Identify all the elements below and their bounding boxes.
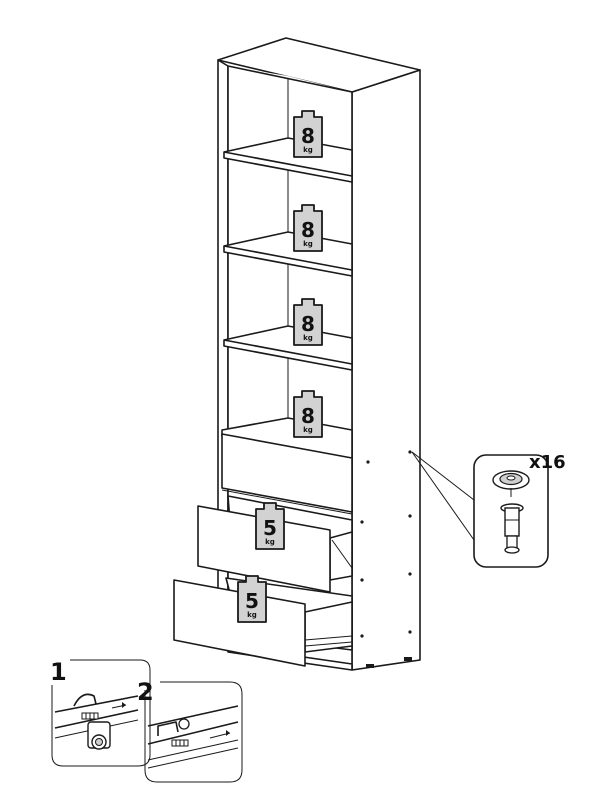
load-value: 5 — [245, 589, 259, 613]
shelf-load-tag-4: 8kg — [293, 390, 323, 438]
cam-lock-icon — [492, 470, 530, 497]
step-1-frame — [51, 659, 151, 767]
connector-dot — [360, 634, 364, 638]
weight-icon — [255, 502, 285, 550]
hardware-quantity: x16 — [529, 452, 566, 473]
drawer-load-tag-1: 5kg — [255, 502, 285, 550]
connector-dot — [408, 514, 412, 518]
connector-dot — [366, 460, 370, 464]
weight-icon — [293, 390, 323, 438]
weight-icon — [293, 204, 323, 252]
shelf-load-tag-1: 8kg — [293, 110, 323, 158]
weight-icon — [293, 298, 323, 346]
load-value: 8 — [301, 404, 315, 428]
connector-dot — [360, 578, 364, 582]
callout-leader — [411, 451, 475, 541]
load-unit: kg — [303, 426, 313, 434]
load-unit: kg — [303, 334, 313, 342]
connector-dot — [360, 520, 364, 524]
runner-steps: 1 2 — [50, 658, 243, 783]
callout-leader — [411, 451, 475, 501]
foot-glide — [404, 657, 412, 661]
step-1-runner-illustration — [54, 693, 139, 750]
cam-bolt-icon — [500, 503, 524, 554]
load-value: 8 — [301, 312, 315, 336]
step-1-number: 1 — [50, 658, 67, 686]
load-unit: kg — [265, 538, 275, 546]
load-unit: kg — [247, 611, 257, 619]
shelf-load-tag-2: 8kg — [293, 204, 323, 252]
load-unit: kg — [303, 240, 313, 248]
drawer-load-tag-2: 5kg — [237, 575, 267, 623]
load-value: 8 — [301, 218, 315, 242]
weight-icon — [293, 110, 323, 158]
hardware-callout: x16 — [411, 451, 566, 568]
load-unit: kg — [303, 146, 313, 154]
connector-dot — [408, 450, 412, 454]
connector-dot — [408, 572, 412, 576]
load-value: 8 — [301, 124, 315, 148]
step-2-runner-illustration — [147, 705, 239, 769]
shelf-load-tag-3: 8kg — [293, 298, 323, 346]
weight-icon — [237, 575, 267, 623]
step-2-frame — [144, 681, 243, 783]
load-value: 5 — [263, 516, 277, 540]
connector-dot — [408, 630, 412, 634]
foot-glide — [366, 664, 374, 668]
step-2-number: 2 — [137, 678, 154, 706]
